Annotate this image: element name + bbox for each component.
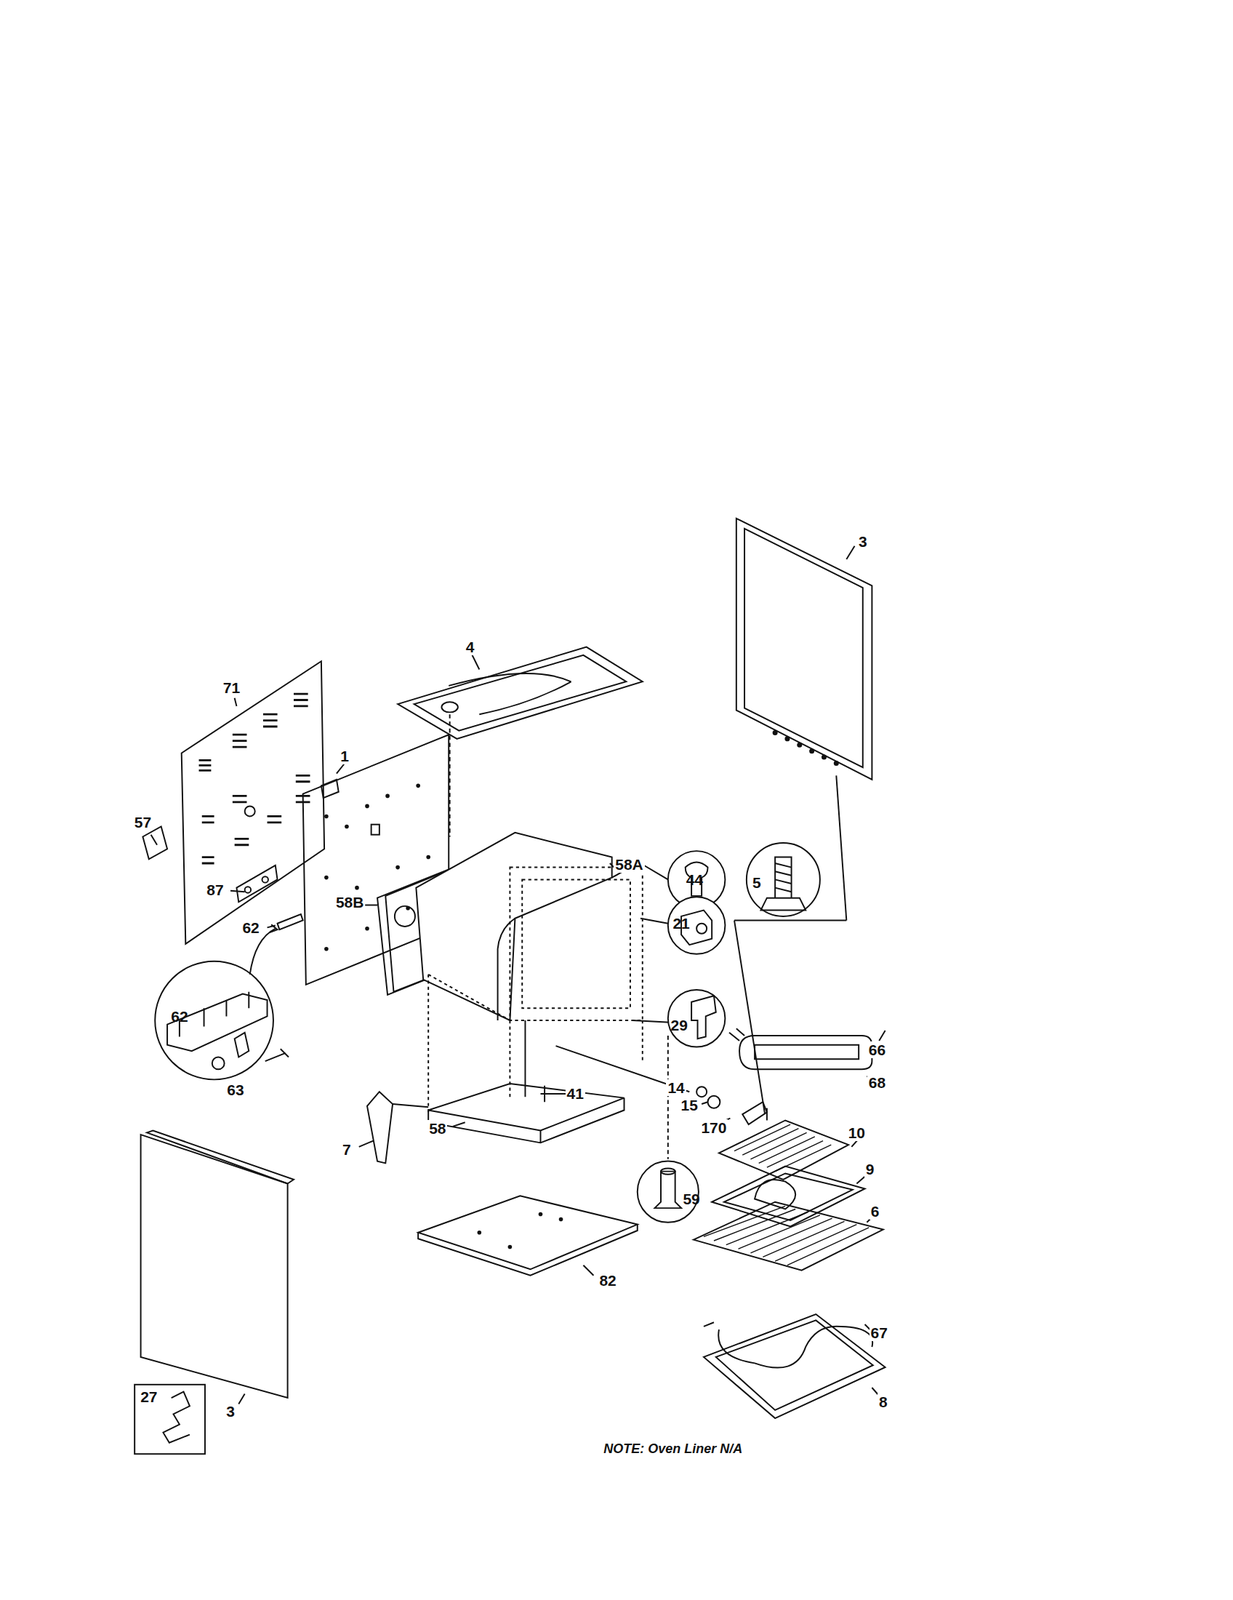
callout-number: 1 (338, 747, 351, 765)
callout-number: 9 (864, 1160, 877, 1178)
callout-number: 8 (877, 1392, 890, 1410)
side-panel (141, 1134, 288, 1398)
hinge (367, 1091, 393, 1163)
bottom-panel (418, 1195, 638, 1269)
callout-number: 29 (669, 1016, 690, 1034)
callout-number: 170 (699, 1118, 728, 1136)
callout-number: 59 (681, 1190, 701, 1207)
inset-circle (154, 961, 274, 1080)
callout-number: 66 (867, 1041, 887, 1058)
callout-number: 82 (597, 1271, 618, 1289)
callout-number: 21 (671, 914, 691, 932)
callout-number: 58A (613, 855, 645, 873)
callout-number: 7 (340, 1140, 353, 1158)
callout-number: 62 (169, 1007, 190, 1025)
callout-number: 62 (240, 918, 261, 936)
bottom-insulation (428, 1083, 624, 1131)
note-text: NOTE: Oven Liner N/A (601, 1440, 744, 1456)
cover-plate (142, 825, 168, 859)
callout-number: 87 (205, 881, 225, 898)
inset-circle (668, 896, 726, 954)
callout-number: 3 (224, 1402, 237, 1420)
callout-number: 67 (869, 1323, 890, 1341)
callout-number: 6 (869, 1202, 882, 1220)
broil-pan (711, 1166, 865, 1227)
callout-number: 41 (565, 1084, 586, 1102)
callout-number: 3 (857, 532, 869, 550)
callout-number: 15 (679, 1096, 700, 1114)
callout-number: 5 (750, 873, 763, 891)
callout-number: 44 (684, 870, 705, 888)
callout-number: 27 (138, 1387, 159, 1405)
callout-number: 63 (225, 1081, 246, 1098)
callout-number: 57 (133, 813, 153, 831)
callout-number: 71 (221, 679, 242, 696)
callout-number: 4 (464, 638, 477, 656)
insulation-wrap (415, 832, 612, 1020)
callout-number: 68 (867, 1073, 887, 1091)
callout-number: 14 (665, 1078, 686, 1096)
top-panel (397, 647, 643, 739)
broil-grid (719, 1119, 849, 1179)
bake-tray (703, 1313, 886, 1418)
inset-circle (668, 989, 726, 1047)
side-panel-frame (744, 528, 863, 767)
callout-number: 58B (334, 893, 366, 911)
callout-number: 58 (427, 1119, 448, 1137)
callout-number: 10 (846, 1123, 867, 1141)
clip-box (134, 1384, 206, 1454)
oven-rack (693, 1201, 884, 1271)
side-panel (736, 518, 873, 780)
